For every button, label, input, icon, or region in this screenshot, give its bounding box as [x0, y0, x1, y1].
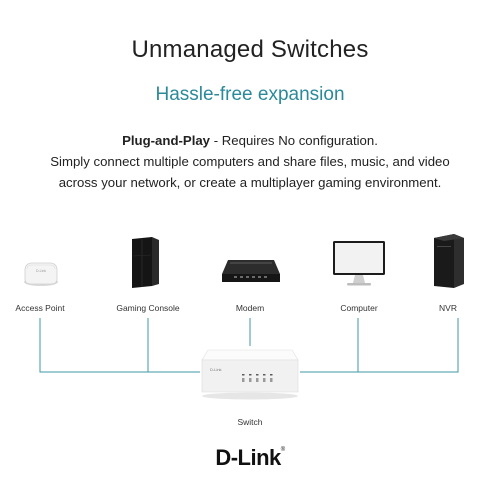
network-switch-icon: D-Link	[198, 344, 302, 400]
line-nvr	[358, 318, 459, 373]
line-computer	[300, 318, 359, 373]
description-line-1-rest: - Requires No configuration.	[210, 133, 378, 148]
description-lead: Plug-and-Play	[122, 133, 211, 148]
computer-monitor-icon	[332, 240, 386, 288]
modem-icon	[220, 254, 282, 286]
dlink-logo: D-Link®	[200, 445, 300, 471]
device-label-switch: Switch	[237, 417, 263, 427]
gaming-console-icon	[128, 236, 162, 290]
device-label-modem: Modem	[235, 303, 265, 313]
line-access-point	[39, 318, 200, 373]
device-label-computer: Computer	[340, 303, 378, 313]
page-subtitle: Hassle-free expansion	[155, 84, 345, 105]
description: Plug-and-Play - Requires No configuratio…	[10, 130, 490, 193]
description-line-2: Simply connect multiple computers and sh…	[50, 154, 450, 169]
device-label-access-point: Access Point	[15, 303, 65, 313]
device-label-nvr: NVR	[439, 303, 457, 313]
page-title: Unmanaged Switches	[131, 36, 369, 63]
dlink-logo-text: D-Link	[215, 445, 281, 470]
device-label-gaming-console: Gaming Console	[116, 303, 180, 313]
access-point-icon: D-Link	[22, 258, 60, 288]
description-line-1: Plug-and-Play - Requires No configuratio…	[10, 130, 490, 151]
description-line-3: across your network, or create a multipl…	[58, 175, 442, 190]
nvr-icon	[428, 232, 468, 290]
registered-mark: ®	[280, 447, 285, 453]
svg-text:D-Link: D-Link	[36, 269, 46, 273]
svg-text:D-Link: D-Link	[210, 367, 222, 372]
